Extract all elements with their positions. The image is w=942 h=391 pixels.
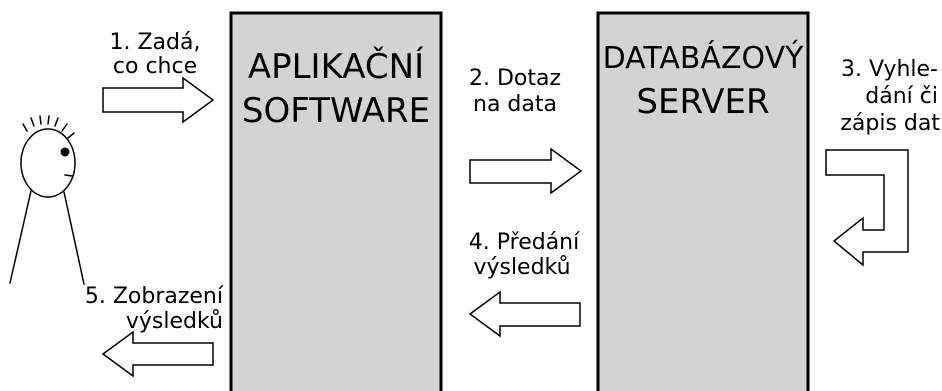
head-shape (20, 128, 76, 198)
database-box-rect (596, 11, 810, 391)
application-box-label-line2: SOFTWARE (242, 91, 430, 131)
application-software-box: APLIKAČNÍ SOFTWARE (229, 11, 443, 391)
step-4-label-line1: 4. Předání (469, 230, 580, 255)
step-2-label-line2: na data (473, 92, 557, 117)
application-box-label-line1: APLIKAČNÍ (248, 46, 424, 87)
stick-figure-icon (9, 115, 85, 285)
body-right-line (63, 191, 85, 285)
step-3-label-line2: dání či (865, 84, 938, 109)
eye-dot (60, 147, 70, 157)
database-box-label-line1: DATABÁZOVÝ (603, 40, 805, 76)
step-3-label-line1: 3. Vyhle- (841, 57, 938, 82)
step-1-label-line1: 1. Zadá, (110, 30, 201, 55)
arrow-loop-back-icon (825, 149, 909, 267)
step-5-label-line1: 5. Zobrazení (85, 284, 224, 309)
arrow-right-icon (102, 76, 215, 124)
step-5-label-line2: výsledků (126, 309, 223, 334)
mouth-line (64, 174, 73, 177)
step-3-group: 3. Vyhle- dání či zápis dat (825, 57, 940, 267)
application-box-rect (229, 11, 443, 391)
database-server-box: DATABÁZOVÝ SERVER (596, 11, 810, 391)
step-5-group: 5. Zobrazení výsledků (85, 284, 224, 378)
step-3-label-line3: zápis dat (840, 111, 940, 136)
hair-strokes (22, 115, 75, 139)
step-4-group: 4. Předání výsledků (468, 230, 581, 338)
database-box-label-line2: SERVER (636, 82, 769, 122)
step-2-group: 2. Dotaz na data (469, 66, 583, 195)
arrow-right-icon (469, 147, 583, 195)
arrow-left-icon (101, 330, 214, 378)
arrow-left-icon (468, 290, 581, 338)
body-left-line (9, 190, 32, 284)
step-1-group: 1. Zadá, co chce (102, 30, 215, 124)
step-1-label-line2: co chce (113, 54, 197, 79)
step-2-label-line1: 2. Dotaz (469, 66, 561, 91)
step-4-label-line2: výsledků (473, 255, 570, 280)
